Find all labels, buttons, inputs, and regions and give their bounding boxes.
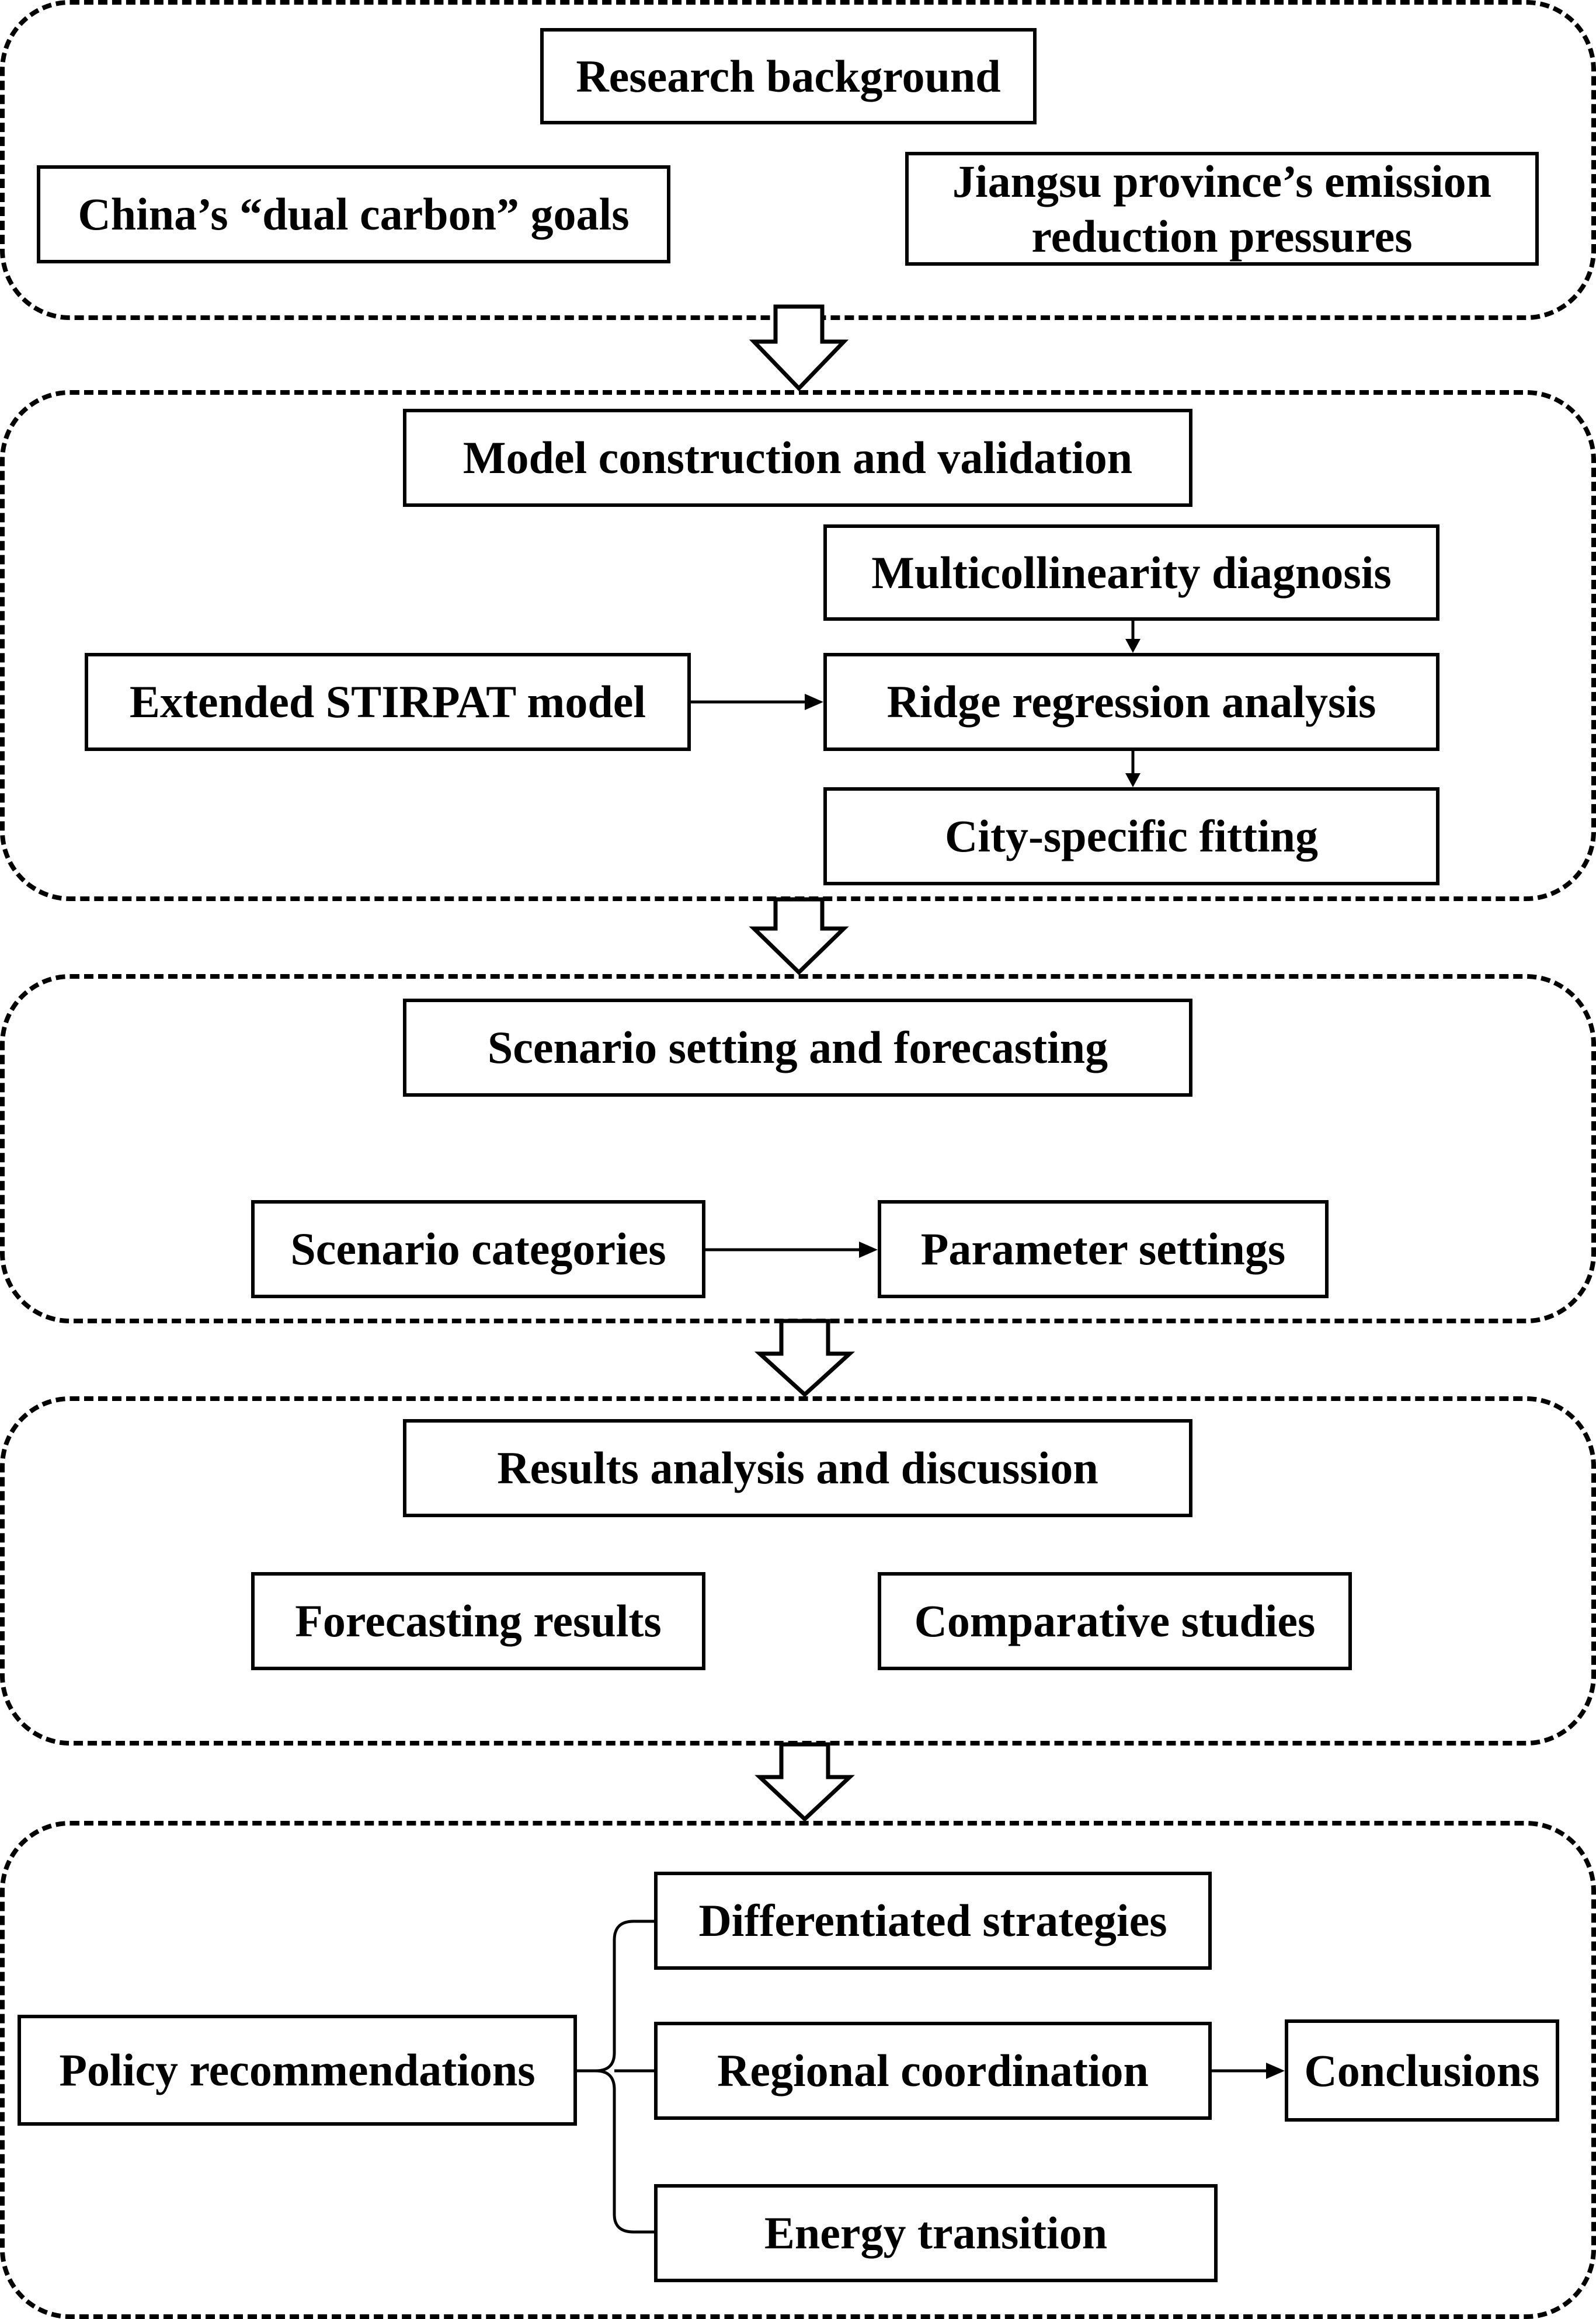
energy-transition-box: Energy transition bbox=[654, 2184, 1218, 2282]
regional-coordination-box: Regional coordination bbox=[654, 2022, 1212, 2120]
model-construction-box: Model construction and validation bbox=[403, 409, 1192, 507]
multicollinearity-box: Multicollinearity diagnosis bbox=[823, 524, 1439, 621]
comparative-studies-box: Comparative studies bbox=[878, 1572, 1352, 1670]
section-arrow-1-to-2 bbox=[749, 304, 849, 392]
section-arrow-2-to-3 bbox=[749, 897, 849, 975]
section-frame-policy bbox=[0, 1821, 1596, 2319]
dual-carbon-goals-box: China’s “dual carbon” goals bbox=[37, 165, 670, 263]
policy-recommendations-box: Policy recommendations bbox=[18, 2015, 577, 2126]
section-arrow-3-to-4 bbox=[754, 1319, 856, 1397]
policy-bracket bbox=[577, 1920, 654, 2234]
section-arrow-4-to-5 bbox=[754, 1742, 855, 1822]
jiangsu-pressures-line-2: reduction pressures bbox=[1031, 210, 1413, 262]
arrowhead-stirpat-to-ridge bbox=[805, 694, 823, 710]
scenario-setting-box: Scenario setting and forecasting bbox=[403, 999, 1192, 1097]
arrowhead-regional-to-conclusions bbox=[1266, 2063, 1285, 2079]
research-background-box: Research background bbox=[540, 28, 1037, 124]
scenario-categories-box: Scenario categories bbox=[251, 1200, 705, 1298]
results-analysis-box: Results analysis and discussion bbox=[403, 1419, 1192, 1517]
extended-stirpat-box: Extended STIRPAT model bbox=[85, 653, 691, 751]
arrowhead-multicollinearity-to-ridge bbox=[1125, 639, 1141, 653]
conclusions-box: Conclusions bbox=[1285, 2019, 1559, 2122]
forecasting-results-box: Forecasting results bbox=[251, 1572, 705, 1670]
jiangsu-pressures-line-1: Jiangsu province’s emission bbox=[952, 155, 1492, 207]
jiangsu-pressures-box: Jiangsu province’s emission reduction pr… bbox=[905, 152, 1539, 266]
parameter-settings-box: Parameter settings bbox=[878, 1200, 1329, 1298]
arrowhead-categories-to-parameters bbox=[859, 1242, 878, 1258]
differentiated-strategies-box: Differentiated strategies bbox=[654, 1872, 1212, 1970]
arrowhead-ridge-to-fitting bbox=[1125, 773, 1141, 787]
city-specific-fitting-box: City-specific fitting bbox=[823, 787, 1439, 885]
ridge-regression-box: Ridge regression analysis bbox=[823, 653, 1439, 751]
